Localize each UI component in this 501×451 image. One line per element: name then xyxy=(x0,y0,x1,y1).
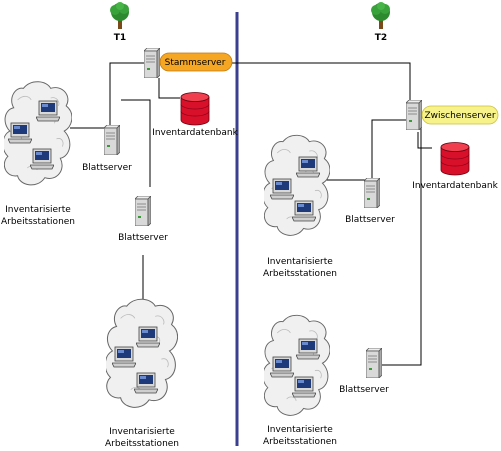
left-cloud-2-label-2: Arbeitsstationen xyxy=(105,439,179,449)
right-database-icon xyxy=(440,142,470,176)
leaf-server-icon xyxy=(366,348,382,378)
tree-t2-label: T2 xyxy=(375,33,387,43)
root-server-icon xyxy=(144,48,160,78)
intermediate-server-badge xyxy=(421,105,499,125)
tree-t2-icon xyxy=(371,2,390,29)
leaf-server-2-label: Blattserver xyxy=(118,233,168,243)
workstation-icon xyxy=(134,372,158,394)
leaf-server-icon xyxy=(104,125,120,155)
right-cloud-2-label-2: Arbeitsstationen xyxy=(263,437,337,447)
right-cloud-1-label-2: Arbeitsstationen xyxy=(263,269,337,279)
connection-lines-right xyxy=(232,62,432,366)
tree-t1-icon xyxy=(110,2,129,29)
workstation-icon xyxy=(112,346,136,368)
workstation-icon xyxy=(292,200,316,222)
workstation-icon xyxy=(30,148,54,170)
workstation-icon xyxy=(8,122,32,144)
intermediate-server-label: Zwischenserver xyxy=(424,111,495,121)
workstation-icon xyxy=(296,338,320,360)
workstation-icon xyxy=(296,156,320,178)
left-database-label: Inventardatenbank xyxy=(152,128,238,138)
workstation-icon xyxy=(270,178,294,200)
leaf-server-icon xyxy=(364,178,380,208)
right-cloud-2-label-1: Inventarisierte xyxy=(267,425,333,435)
workstation-icon xyxy=(36,100,60,122)
leaf-server-icon xyxy=(135,196,151,226)
root-server-badge xyxy=(159,52,233,72)
leaf-server-1-label: Blattserver xyxy=(82,163,132,173)
right-leaf-server-1-label: Blattserver xyxy=(345,215,395,225)
right-leaf-server-2-label: Blattserver xyxy=(339,385,389,395)
root-server-label: Stammserver xyxy=(165,58,226,68)
right-database-label: Inventardatenbank xyxy=(412,181,498,191)
left-cloud-1-label-2: Arbeitsstationen xyxy=(1,217,75,227)
connection-lines-left xyxy=(70,62,180,300)
right-cloud-1-label-1: Inventarisierte xyxy=(267,257,333,267)
tree-t1-label: T1 xyxy=(114,33,126,43)
intermediate-server-icon xyxy=(406,100,422,130)
left-cloud-2-label-1: Inventarisierte xyxy=(109,427,175,437)
left-cloud-1-label-1: Inventarisierte xyxy=(5,205,71,215)
workstation-icon xyxy=(136,326,160,348)
workstation-icon xyxy=(270,356,294,378)
left-database-icon xyxy=(180,92,210,126)
workstation-icon xyxy=(292,376,316,398)
